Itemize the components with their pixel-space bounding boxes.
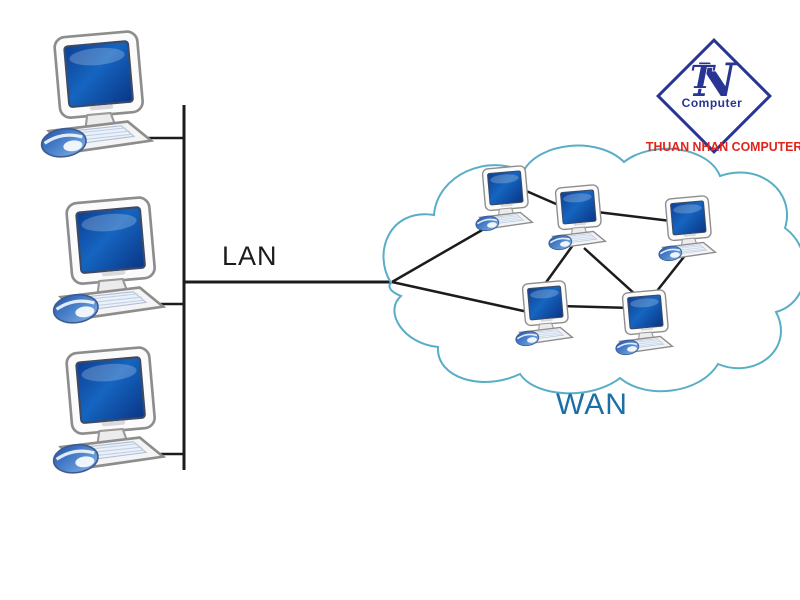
mesh-edge-pc2-pc3 xyxy=(596,210,672,223)
wan-pc-2 xyxy=(546,184,612,253)
company-logo: N T Computer THUAN NHAN COMPUTER xyxy=(640,36,800,166)
mesh-edge-pc4-pc5 xyxy=(559,304,633,310)
logo-caption-text: THUAN NHAN COMPUTER xyxy=(645,139,800,154)
lan-pc-1 xyxy=(36,30,164,163)
wan-pc-4 xyxy=(513,280,579,349)
mesh-edge-pc2-pc4 xyxy=(540,244,575,289)
wan-cloud-shape xyxy=(382,144,800,395)
wan-pc-3 xyxy=(656,195,722,264)
tn-monogram-icon: N T xyxy=(689,53,738,107)
logo-name-text: Computer xyxy=(681,96,743,110)
mesh-edge-link-pc4 xyxy=(391,280,529,314)
lan-pc-3 xyxy=(48,346,176,479)
wan-label: WAN xyxy=(556,388,628,421)
lan-label: LAN xyxy=(222,241,278,271)
wan-pc-1 xyxy=(473,165,539,234)
wan-pc-5 xyxy=(613,289,679,358)
lan-pc-2 xyxy=(48,196,176,329)
monogram-letter-t: T xyxy=(690,58,716,96)
monogram-letter-n: N xyxy=(692,53,738,107)
mesh-edge-pc3-pc5 xyxy=(652,252,688,297)
mesh-edge-pc2-pc5 xyxy=(583,247,638,297)
